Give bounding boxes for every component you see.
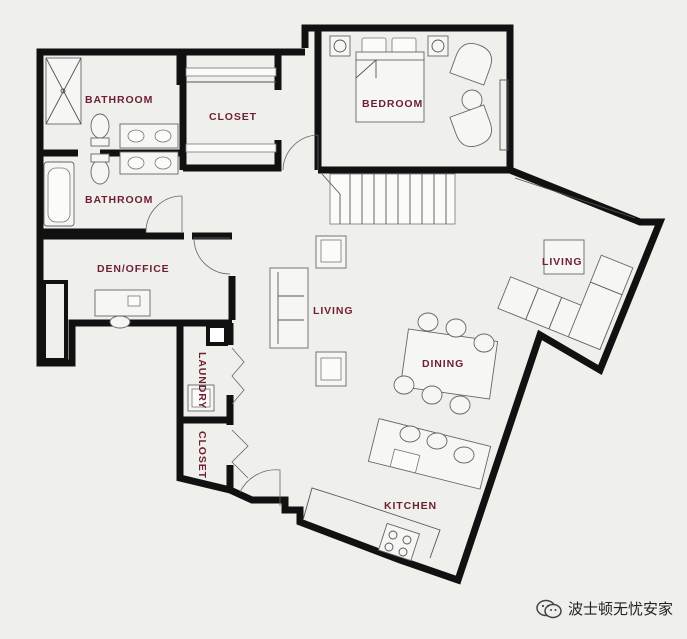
bedroom-furniture: [329, 35, 509, 151]
label-living-center: LIVING: [313, 305, 353, 317]
closet-door: [282, 134, 319, 171]
entry-door: [239, 469, 281, 506]
living-window: [514, 177, 636, 219]
nightstand-right: [427, 35, 449, 57]
laundry-bifold-door: [231, 347, 245, 405]
bath-door: [145, 195, 183, 233]
armchair-top: [449, 43, 492, 86]
label-den-office: DEN/OFFICE: [97, 263, 170, 275]
laundry-fixtures: [187, 347, 281, 506]
wechat-icon: [536, 599, 562, 618]
laptop: [127, 295, 141, 307]
walls: [36, 24, 666, 585]
den-furniture: [42, 237, 231, 362]
staircase: [321, 173, 456, 225]
toilet-top: [90, 113, 110, 139]
bedroom-window: [499, 79, 509, 151]
label-dining: DINING: [422, 358, 464, 370]
label-bedroom: BEDROOM: [362, 98, 423, 110]
label-living-right: LIVING: [542, 256, 582, 268]
outer-wall: [36, 24, 666, 585]
right-living-furniture: [497, 177, 636, 351]
label-closet-left: CLOSET: [196, 431, 208, 479]
bathroom-top-fixtures: [45, 57, 179, 149]
dining-furniture: [393, 312, 499, 415]
office-chair: [109, 315, 131, 329]
label-laundry: LAUNDRY: [196, 352, 208, 409]
den-closet: [42, 280, 68, 362]
label-kitchen: KITCHEN: [384, 500, 437, 512]
kitchen-island: [367, 418, 492, 490]
closet-rod-top: [185, 67, 277, 77]
bed: [355, 57, 425, 123]
closet-rod-bottom: [185, 143, 277, 153]
kitchen-sink: [389, 448, 421, 474]
sofa-center: [269, 267, 309, 349]
closet-top-fixtures: [185, 67, 319, 171]
den-door: [193, 237, 231, 275]
label-closet-top: CLOSET: [209, 111, 257, 123]
label-bathroom-top: BATHROOM: [85, 94, 153, 106]
desk: [94, 289, 151, 317]
kitchen-fixtures: [302, 418, 492, 562]
coffee-table: [543, 239, 585, 275]
bathroom-bottom-fixtures: [43, 151, 183, 233]
kitchen-counter: [302, 487, 441, 559]
center-living-furniture: [269, 235, 347, 387]
watermark-text: 波士顿无忧安家: [567, 600, 673, 618]
closet-bottom-wall: [183, 140, 282, 172]
label-bathroom-bottom: BATHROOM: [85, 194, 153, 206]
watermark: 波士顿无忧安家: [536, 598, 673, 619]
closet-bifold-door: [231, 429, 249, 479]
toilet-bottom: [90, 159, 110, 185]
nightstand-left: [329, 35, 351, 57]
laundry-column: [206, 324, 228, 346]
room-labels: BATHROOM BATHROOM CLOSET BEDROOM DEN/OFF…: [85, 94, 582, 512]
armchair-bottom: [449, 104, 492, 147]
dining-chairs: [393, 312, 495, 415]
